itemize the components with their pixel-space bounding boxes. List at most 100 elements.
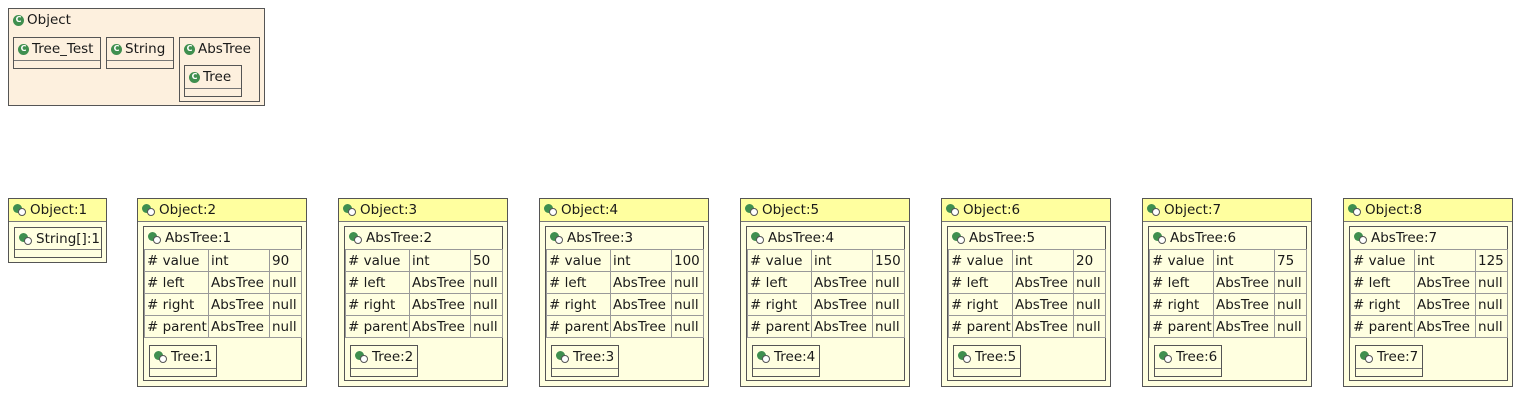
tree-instance[interactable]: Tree:2 bbox=[350, 345, 418, 377]
field-value: null bbox=[269, 315, 302, 338]
field-name: # right bbox=[144, 293, 209, 316]
field-value: null bbox=[671, 315, 704, 338]
object-body bbox=[753, 368, 819, 376]
class-abstree[interactable]: C AbsTree C Tree bbox=[179, 37, 260, 102]
class-body bbox=[14, 60, 100, 68]
abstree-instance[interactable]: AbsTree:5 # value int 20 # left AbsTree … bbox=[947, 226, 1106, 381]
field-type: AbsTree bbox=[610, 271, 672, 294]
abstree-instance-label: AbsTree:2 bbox=[366, 230, 433, 246]
abstree-instance[interactable]: AbsTree:3 # value int 100 # left AbsTree… bbox=[545, 226, 704, 381]
field-table: # value int 125 # left AbsTree null # ri… bbox=[1350, 249, 1508, 338]
field-row-left: # left AbsTree null bbox=[747, 271, 905, 294]
tree-instance[interactable]: Tree:7 bbox=[1355, 345, 1423, 377]
field-value: null bbox=[1475, 293, 1508, 316]
field-name: # value bbox=[1149, 249, 1214, 272]
string-array-object[interactable]: String[]:1 bbox=[14, 227, 102, 258]
field-row-parent: # parent AbsTree null bbox=[747, 315, 905, 338]
field-type: AbsTree bbox=[1414, 315, 1476, 338]
object-body bbox=[15, 249, 101, 257]
abstree-instance[interactable]: AbsTree:4 # value int 150 # left AbsTree… bbox=[746, 226, 905, 381]
class-body bbox=[185, 88, 241, 96]
field-type: AbsTree bbox=[811, 315, 873, 338]
object-instance-5[interactable]: Object:5 AbsTree:4 # value int 150 # lef… bbox=[740, 198, 910, 387]
field-type: int bbox=[208, 249, 270, 272]
field-row-parent: # parent AbsTree null bbox=[546, 315, 704, 338]
tree-instance-label: Tree:3 bbox=[573, 349, 615, 365]
field-value: null bbox=[470, 271, 503, 294]
class-tree[interactable]: C Tree bbox=[184, 65, 242, 97]
field-row-left: # left AbsTree null bbox=[948, 271, 1106, 294]
object-icon bbox=[154, 350, 168, 364]
field-value: null bbox=[470, 293, 503, 316]
field-row-right: # right AbsTree null bbox=[546, 293, 704, 316]
field-value: null bbox=[671, 293, 704, 316]
field-name: # left bbox=[1350, 271, 1415, 294]
field-value: null bbox=[1475, 271, 1508, 294]
field-name: # right bbox=[1350, 293, 1415, 316]
abstree-instance[interactable]: AbsTree:6 # value int 75 # left AbsTree … bbox=[1148, 226, 1307, 381]
field-row-parent: # parent AbsTree null bbox=[948, 315, 1106, 338]
field-table: # value int 150 # left AbsTree null # ri… bbox=[747, 249, 905, 338]
tree-instance-label: Tree:7 bbox=[1377, 349, 1419, 365]
field-type: int bbox=[409, 249, 471, 272]
tree-instance[interactable]: Tree:6 bbox=[1154, 345, 1222, 377]
object-instance-6[interactable]: Object:6 AbsTree:5 # value int 20 # left bbox=[941, 198, 1111, 387]
object-instance-title: Object:7 bbox=[1164, 202, 1222, 218]
object-instance-4[interactable]: Object:4 AbsTree:3 # value int 100 # lef… bbox=[539, 198, 709, 387]
field-name: # left bbox=[345, 271, 410, 294]
field-value: 90 bbox=[269, 249, 302, 272]
class-object[interactable]: C Object C Tree_Test C String C AbsTree … bbox=[8, 8, 265, 106]
object-instance-header: Object:8 bbox=[1344, 199, 1512, 222]
object-body bbox=[954, 368, 1020, 376]
field-row-parent: # parent AbsTree null bbox=[345, 315, 503, 338]
field-type: AbsTree bbox=[1213, 293, 1275, 316]
abstree-instance[interactable]: AbsTree:1 # value int 90 # left AbsTree … bbox=[143, 226, 302, 381]
object-icon bbox=[1147, 203, 1161, 217]
field-name: # right bbox=[1149, 293, 1214, 316]
tree-instance-label: Tree:6 bbox=[1176, 349, 1218, 365]
abstree-instance[interactable]: AbsTree:2 # value int 50 # left AbsTree … bbox=[344, 226, 503, 381]
object-1[interactable]: Object:1 String[]:1 bbox=[8, 198, 107, 263]
field-row-right: # right AbsTree null bbox=[345, 293, 503, 316]
field-name: # parent bbox=[1350, 315, 1415, 338]
object-icon bbox=[1153, 231, 1167, 245]
abstree-instance[interactable]: AbsTree:7 # value int 125 # left AbsTree… bbox=[1349, 226, 1508, 381]
tree-instance[interactable]: Tree:5 bbox=[953, 345, 1021, 377]
class-body bbox=[107, 60, 173, 68]
class-string[interactable]: C String bbox=[106, 37, 174, 69]
field-name: # right bbox=[546, 293, 611, 316]
class-tree-test[interactable]: C Tree_Test bbox=[13, 37, 101, 69]
field-type: AbsTree bbox=[409, 315, 471, 338]
field-value: 75 bbox=[1274, 249, 1307, 272]
field-type: AbsTree bbox=[1213, 315, 1275, 338]
tree-instance-label: Tree:1 bbox=[171, 349, 213, 365]
field-type: AbsTree bbox=[208, 293, 270, 316]
field-row-parent: # parent AbsTree null bbox=[1149, 315, 1307, 338]
object-instance-2[interactable]: Object:2 AbsTree:1 # value int 90 # left bbox=[137, 198, 307, 387]
tree-instance[interactable]: Tree:4 bbox=[752, 345, 820, 377]
object-body bbox=[1356, 368, 1422, 376]
object-icon bbox=[745, 203, 759, 217]
class-tree-label: Tree bbox=[203, 69, 232, 85]
object-instance-7[interactable]: Object:7 AbsTree:6 # value int 75 # left bbox=[1142, 198, 1312, 387]
abstree-instance-label: AbsTree:6 bbox=[1170, 230, 1237, 246]
class-icon: C bbox=[111, 43, 122, 55]
tree-instance[interactable]: Tree:3 bbox=[551, 345, 619, 377]
field-table: # value int 100 # left AbsTree null # ri… bbox=[546, 249, 704, 338]
class-icon: C bbox=[184, 43, 195, 55]
object-instance-3[interactable]: Object:3 AbsTree:2 # value int 50 # left bbox=[338, 198, 508, 387]
field-type: AbsTree bbox=[1414, 271, 1476, 294]
field-value: 20 bbox=[1073, 249, 1106, 272]
field-name: # parent bbox=[948, 315, 1013, 338]
field-row-right: # right AbsTree null bbox=[144, 293, 302, 316]
object-instance-header: Object:2 bbox=[138, 199, 306, 222]
tree-instance[interactable]: Tree:1 bbox=[149, 345, 217, 377]
class-tree-test-label: Tree_Test bbox=[32, 41, 94, 57]
field-value: null bbox=[872, 315, 905, 338]
object-icon bbox=[148, 231, 162, 245]
object-icon bbox=[751, 231, 765, 245]
object-instance-8[interactable]: Object:8 AbsTree:7 # value int 125 # lef… bbox=[1343, 198, 1513, 387]
field-table: # value int 75 # left AbsTree null # rig… bbox=[1149, 249, 1307, 338]
field-type: int bbox=[610, 249, 672, 272]
field-value: null bbox=[671, 271, 704, 294]
